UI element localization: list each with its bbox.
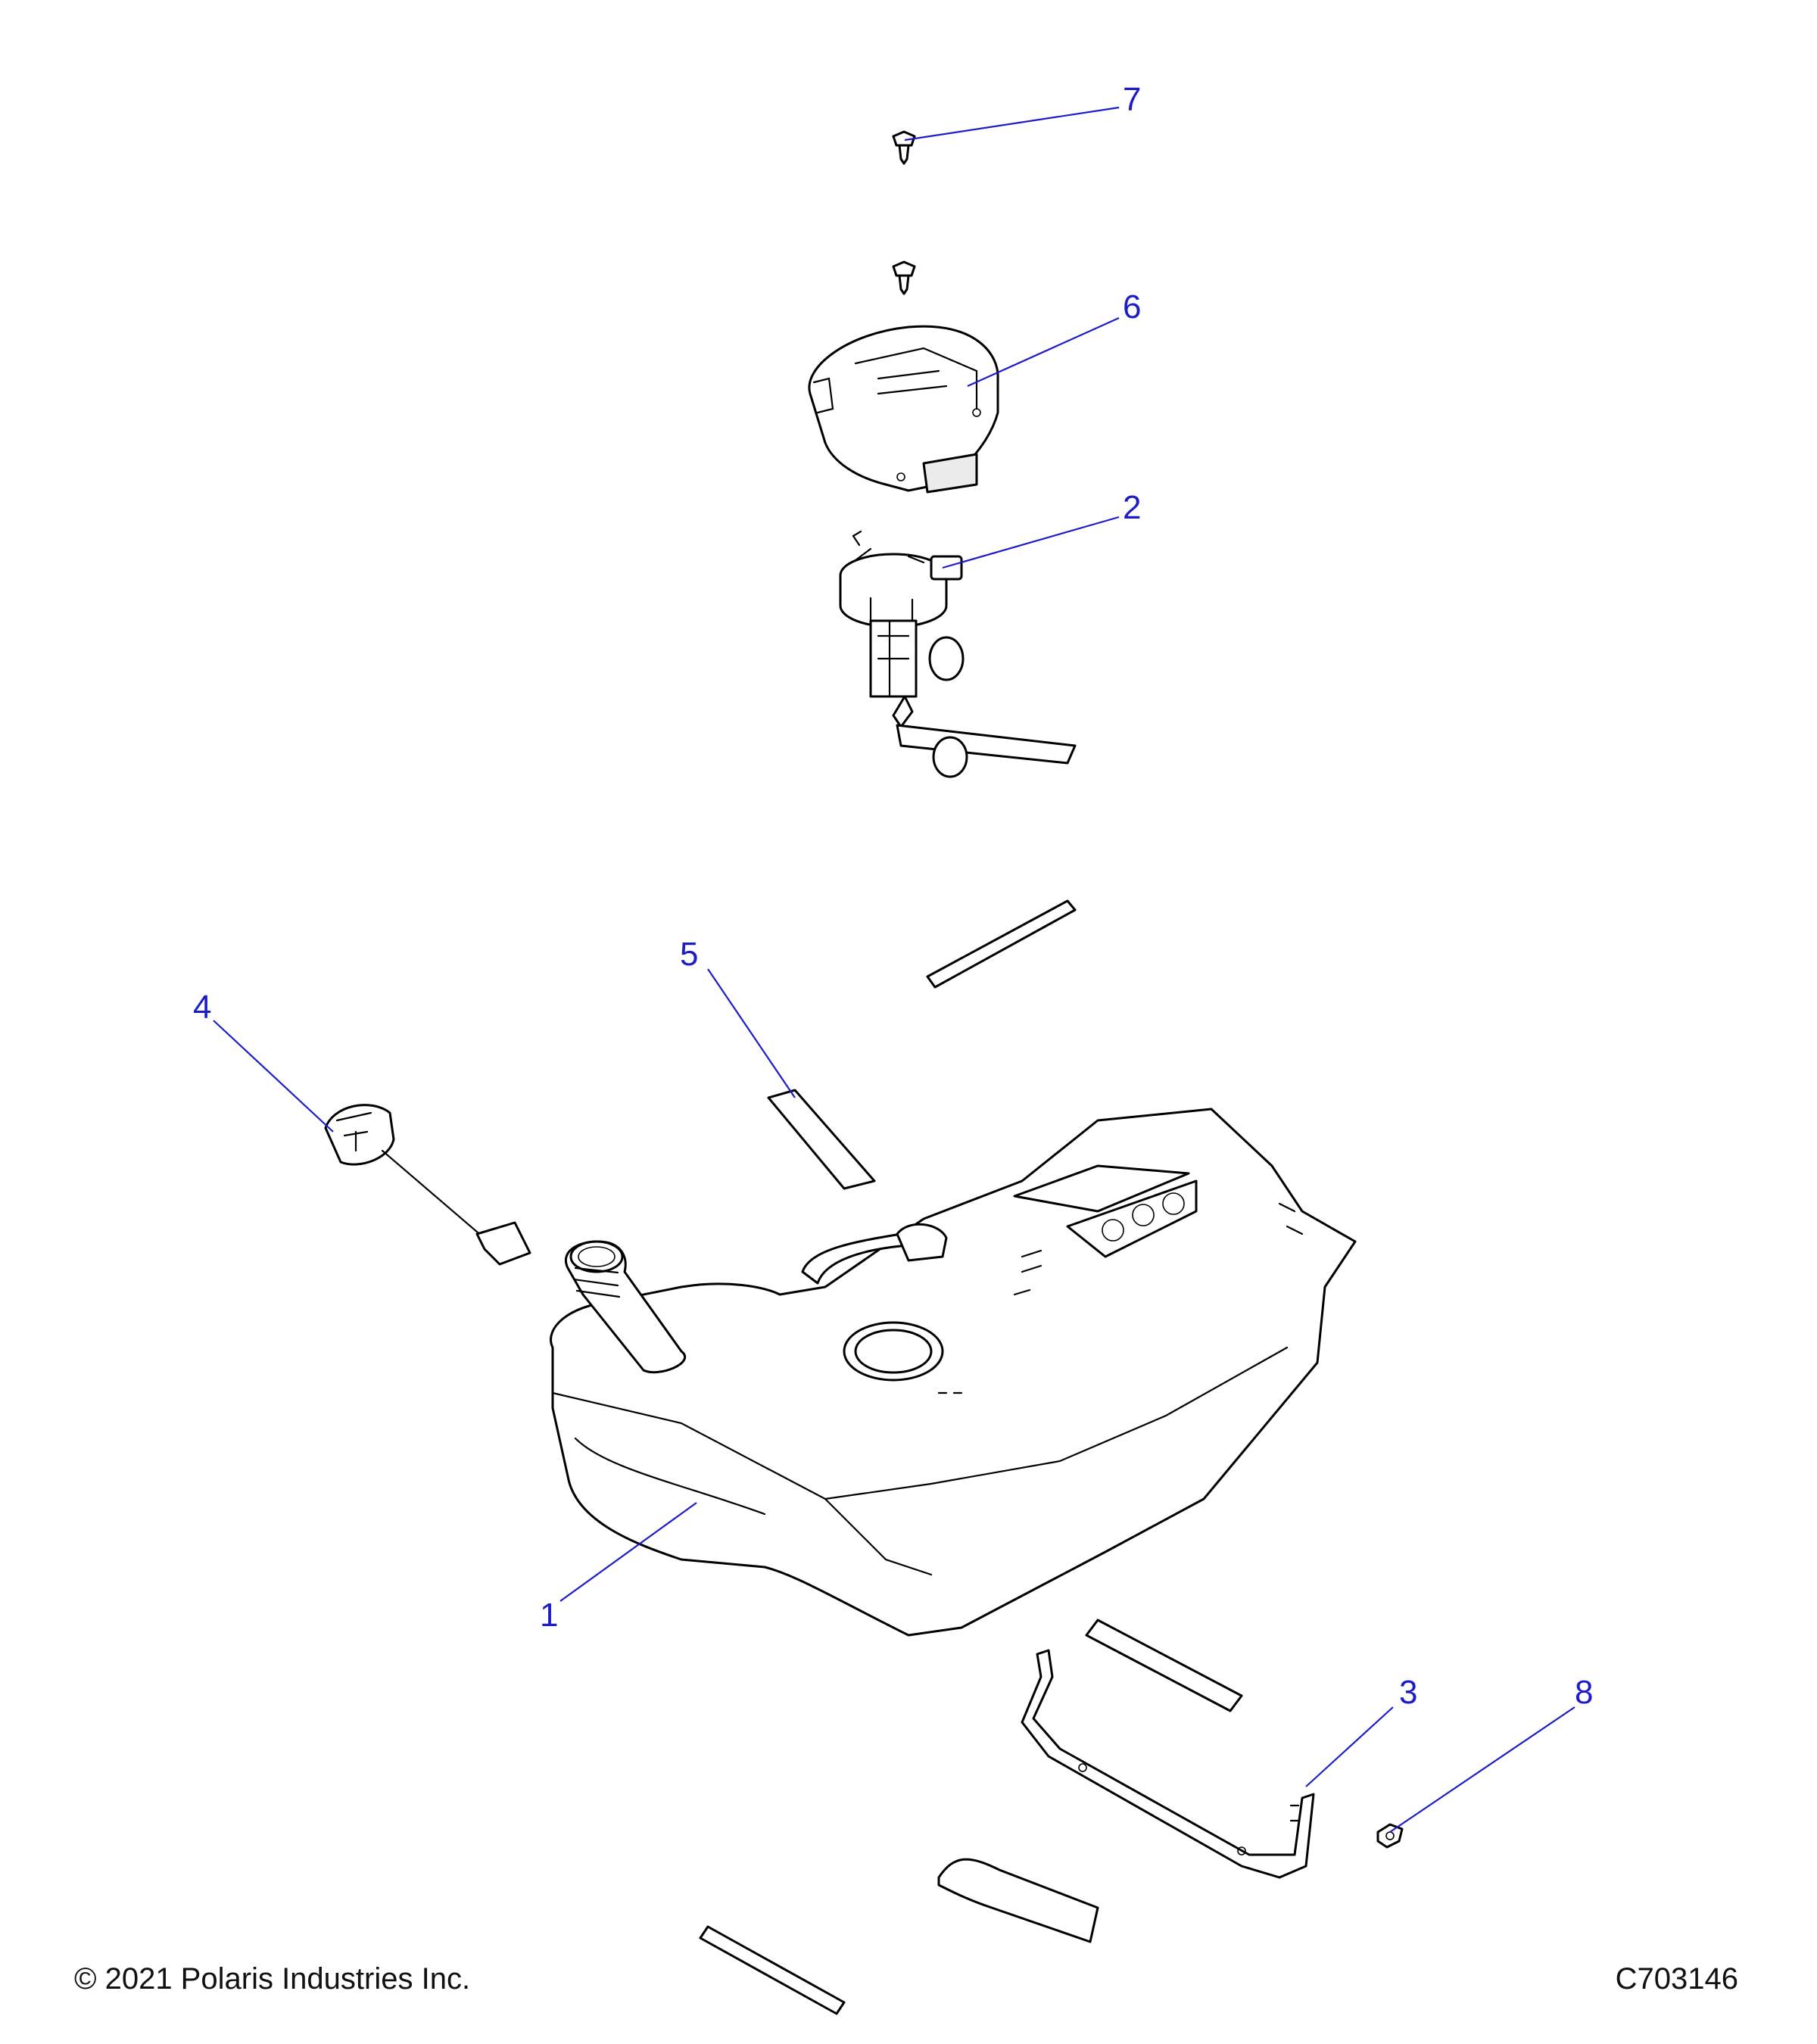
leader-4 — [213, 1020, 334, 1133]
pad-curved — [937, 1858, 1099, 1943]
leader-1 — [559, 1502, 697, 1602]
fuel-cap-part-4 — [324, 1104, 531, 1266]
fuel-tank-part-1 — [550, 1108, 1357, 1637]
screw-part-7 — [892, 130, 916, 165]
callout-2: 2 — [1123, 489, 1141, 526]
drawing-number: C703146 — [1615, 1962, 1738, 1996]
pad-strip-top — [926, 899, 1077, 989]
leader-3 — [1305, 1706, 1394, 1787]
callout-6: 6 — [1123, 288, 1141, 326]
pad-strip-bottom-left — [699, 1925, 846, 2015]
leader-6 — [967, 316, 1120, 388]
callout-leaders — [213, 106, 1575, 1833]
tank-strap-part-3 — [1021, 1649, 1315, 1879]
leader-7 — [904, 106, 1120, 142]
leader-8 — [1389, 1706, 1575, 1833]
callout-3: 3 — [1399, 1674, 1417, 1711]
callout-numbers: 7 6 2 5 4 1 3 8 — [193, 81, 1593, 1711]
fuel-pump-part-2 — [839, 530, 1077, 778]
leader-2 — [942, 516, 1120, 569]
pad-strip-bottom-right — [1085, 1619, 1243, 1712]
pump-cover-part-6 — [808, 325, 999, 494]
callout-7: 7 — [1123, 81, 1141, 118]
callout-8: 8 — [1575, 1674, 1593, 1711]
copyright-notice: © 2021 Polaris Industries Inc. — [74, 1962, 471, 1996]
callout-5: 5 — [680, 936, 698, 973]
bolt-part-8 — [1376, 1823, 1404, 1849]
callout-1: 1 — [540, 1597, 558, 1634]
callout-4: 4 — [193, 989, 211, 1026]
leader-5 — [707, 968, 796, 1098]
pad-part-5 — [767, 1089, 876, 1190]
screw-lower — [892, 260, 916, 295]
